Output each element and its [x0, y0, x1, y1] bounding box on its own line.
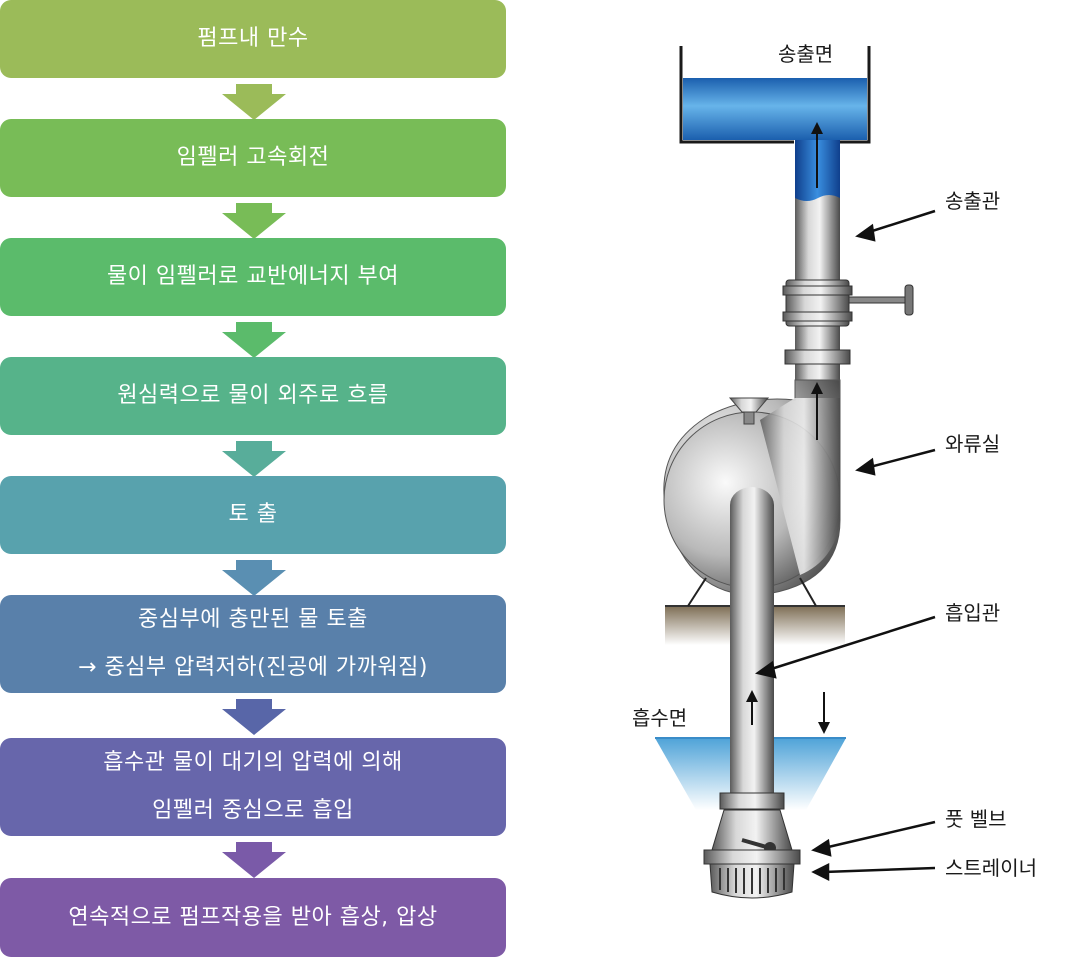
flow-step-1: 펌프내 만수: [0, 0, 506, 78]
flow-step-3-text: 물이 임펠러로 교반에너지 부여: [106, 264, 400, 289]
valve-flange-top: [782, 285, 853, 296]
strainer-rim: [703, 849, 801, 865]
pointer-suction-pipe: [767, 615, 936, 672]
tank-wall-left: [679, 46, 794, 144]
flow-step-4: 원심력으로 물이 외주로 흐름: [0, 357, 506, 435]
flow-step-7-text-line-1: 흡수관 물이 대기의 압력에 의해: [103, 750, 403, 775]
suction-pipe-top: [730, 487, 774, 523]
flow-step-6-text-line-1: 중심부에 충만된 물 토출: [138, 607, 368, 632]
label-suction-pipe: 흡입관: [945, 601, 1001, 625]
discharge-tank-water: [683, 78, 867, 140]
flow-arrow-1-icon: [222, 84, 286, 120]
pointer-suction-pipe-head: [755, 660, 777, 679]
tank-wall-right: [840, 46, 871, 144]
strainer-slots: [719, 868, 785, 894]
flow-arrow-4-icon: [222, 441, 286, 477]
upflow-arrow-suction-head: [746, 690, 758, 702]
flow-step-2: 임펠러 고속회전: [0, 119, 506, 197]
flow-arrow-6-icon: [222, 699, 286, 735]
flow-step-2-text: 임펠러 고속회전: [176, 145, 330, 170]
upflow-arrow-top-head: [811, 122, 823, 134]
pointer-volute-head: [855, 457, 876, 476]
suction-pipe-body: [730, 505, 774, 797]
priming-funnel: [728, 397, 770, 413]
pointer-strainer: [823, 866, 936, 874]
flow-step-6: 중심부에 충만된 물 토출 → 중심부 압력저하(진공에 가까워짐): [0, 595, 506, 693]
label-discharge-pipe: 송출관: [945, 189, 1001, 213]
flow-arrow-5-icon: [222, 560, 286, 596]
suction-pipe: [730, 487, 774, 797]
label-foot-valve: 풋 벨브: [945, 807, 1007, 831]
pointer-foot-valve: [823, 820, 936, 850]
stand-leg-right: [799, 577, 817, 607]
pointer-foot-valve-head: [811, 838, 832, 857]
label-suction-surface: 흡수면: [632, 706, 688, 730]
priming-neck: [743, 411, 755, 425]
label-strainer: 스트레이너: [945, 856, 1037, 880]
pointer-volute: [865, 448, 936, 470]
valve-flange-bottom: [782, 311, 853, 322]
flow-step-5-text: 토 출: [228, 502, 278, 527]
valve-stem: [848, 296, 910, 304]
pointer-discharge-pipe: [865, 209, 936, 235]
centrifugal-pump-diagram: [655, 46, 936, 899]
flow-arrow-2-icon: [222, 203, 286, 239]
flow-step-7-text-line-2: 임펠러 중심으로 흡입: [152, 798, 354, 823]
flow-step-3: 물이 임펠러로 교반에너지 부여: [0, 238, 506, 316]
flow-step-6-text-line-2: → 중심부 압력저하(진공에 가까워짐): [78, 655, 428, 680]
flow-step-8-text: 연속적으로 펌프작용을 받아 흡상, 압상: [68, 904, 438, 930]
label-pointers: [755, 209, 936, 882]
foot-valve-strainer: [703, 792, 801, 899]
flow-step-4-text: 원심력으로 물이 외주로 흐름: [117, 383, 389, 408]
label-discharge-surface: 송출면: [778, 42, 834, 66]
process-flowchart: 펌프내 만수 임펠러 고속회전 물이 임펠러로 교반에너지 부여 원심력으로 물…: [0, 0, 506, 957]
upflow-arrow-volute-head: [811, 382, 823, 394]
pointer-discharge-pipe-head: [855, 223, 876, 242]
label-volute: 와류실: [945, 432, 1001, 456]
flow-step-8: 연속적으로 펌프작용을 받아 흡상, 압상: [0, 878, 506, 957]
flow-step-5: 토 출: [0, 476, 506, 554]
pointer-strainer-head: [811, 862, 830, 882]
discharge-tank: [679, 46, 871, 144]
stand-leg-left: [687, 577, 707, 607]
pipe-flange: [784, 349, 851, 365]
flow-step-1-text: 펌프내 만수: [197, 26, 309, 51]
gate-valve: [782, 279, 914, 327]
flow-arrow-7-icon: [222, 842, 286, 878]
flow-step-7: 흡수관 물이 대기의 압력에 의해 임펠러 중심으로 흡입: [0, 738, 506, 836]
flow-arrow-3-icon: [222, 322, 286, 358]
water-level-arrow-head: [818, 722, 830, 734]
volute-outlet: [760, 398, 840, 575]
valve-handle: [904, 284, 914, 316]
foot-valve-flange: [719, 792, 785, 810]
